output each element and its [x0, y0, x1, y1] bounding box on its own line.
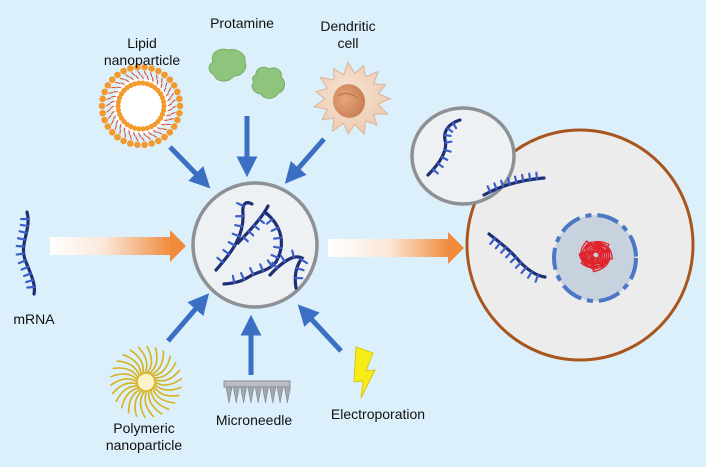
delivery-arrows: [166, 116, 343, 375]
vesicle-icon: [410, 106, 516, 206]
label-polymeric-line1: Polymeric: [113, 420, 175, 436]
right-process-arrow: [328, 232, 464, 264]
complex-circle-icon: [191, 181, 319, 309]
arrow-from-dendritic: [284, 137, 326, 184]
lightning-bolt-icon: [353, 346, 376, 399]
label-polymeric-line2: nanoparticle: [105, 437, 183, 453]
label-dendritic-cell: Dendritic cell: [312, 18, 384, 52]
label-mrna: mRNA: [13, 311, 55, 327]
label-dendritic-line1: Dendritic: [320, 18, 376, 34]
label-lipid-nanoparticle: Lipid nanoparticle: [98, 35, 186, 69]
label-protamine: Protamine: [210, 15, 274, 31]
dendritic-cell-icon: [312, 61, 392, 136]
label-electroporation: Electroporation: [330, 406, 426, 422]
nucleus-icon: [552, 213, 638, 303]
microneedle-icon: [223, 380, 291, 404]
released-mrna: [482, 171, 547, 283]
protamine-icon: [208, 48, 286, 99]
label-microneedle: Microneedle: [215, 412, 293, 428]
chromatin-icon: [578, 240, 613, 273]
lipid-nanoparticle-icon: [98, 63, 184, 149]
label-dendritic-line2: cell: [337, 35, 359, 51]
left-process-arrow: [50, 230, 186, 262]
label-polymeric-nanoparticle: Polymeric nanoparticle: [98, 420, 190, 454]
arrow-from-lipid: [168, 145, 211, 189]
polymeric-nanoparticle-icon: [109, 345, 183, 419]
label-lipid-line2: nanoparticle: [103, 52, 181, 68]
mrna-strand-icon: [15, 210, 37, 296]
label-lipid-line1: Lipid: [127, 35, 157, 51]
arrow-from-electroporation: [297, 304, 343, 353]
arrow-from-polymeric: [166, 293, 210, 343]
